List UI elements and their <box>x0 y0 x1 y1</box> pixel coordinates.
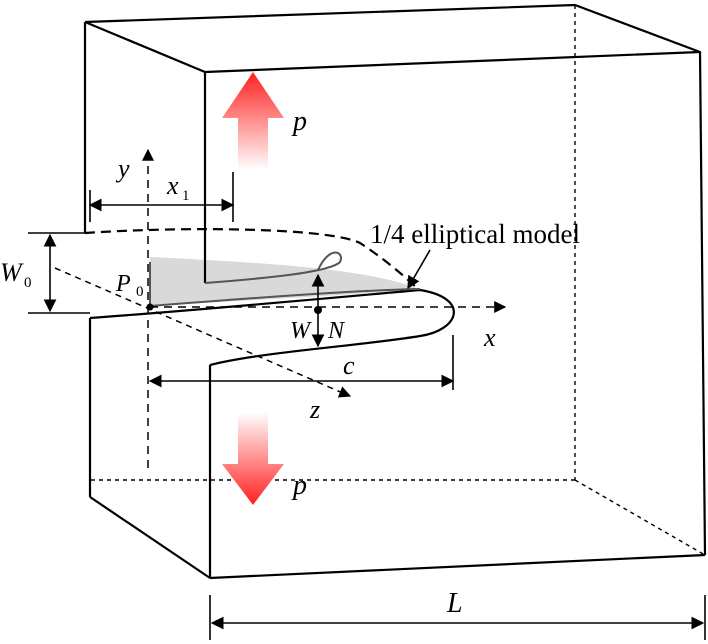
coordinate-axes <box>54 148 507 468</box>
crack-front-profile <box>204 251 342 284</box>
load-label-bottom: p <box>291 470 307 501</box>
axis-x-label: x <box>483 323 496 352</box>
p0-subscript: 0 <box>136 284 144 300</box>
model-label: 1/4 elliptical model <box>370 219 580 249</box>
axis-y-label: y <box>115 154 130 183</box>
c-label: c <box>343 351 355 380</box>
n-label: N <box>327 318 346 344</box>
axis-z-label: z <box>309 395 320 424</box>
crack-inner-curve <box>149 288 421 307</box>
load-arrow-up <box>222 72 284 170</box>
dimension-lines <box>28 172 706 640</box>
load-label-top: p <box>291 106 307 137</box>
p0-label: P <box>115 271 131 297</box>
x1-subscript: 1 <box>182 188 190 204</box>
box-outline <box>83 3 707 580</box>
l-label: L <box>446 588 463 619</box>
crack-lower-outline <box>89 288 455 367</box>
box-hidden-edges <box>90 5 706 556</box>
w-label: W <box>290 318 312 344</box>
crack-surface-shade <box>150 257 418 306</box>
point-n-marker <box>314 306 322 314</box>
load-arrow-down <box>222 412 284 505</box>
w0-subscript: 0 <box>24 275 32 291</box>
point-p0-marker <box>146 303 154 311</box>
x1-label: x <box>166 171 179 200</box>
w0-label: W <box>0 258 24 287</box>
crack-upper-outline <box>84 228 419 290</box>
